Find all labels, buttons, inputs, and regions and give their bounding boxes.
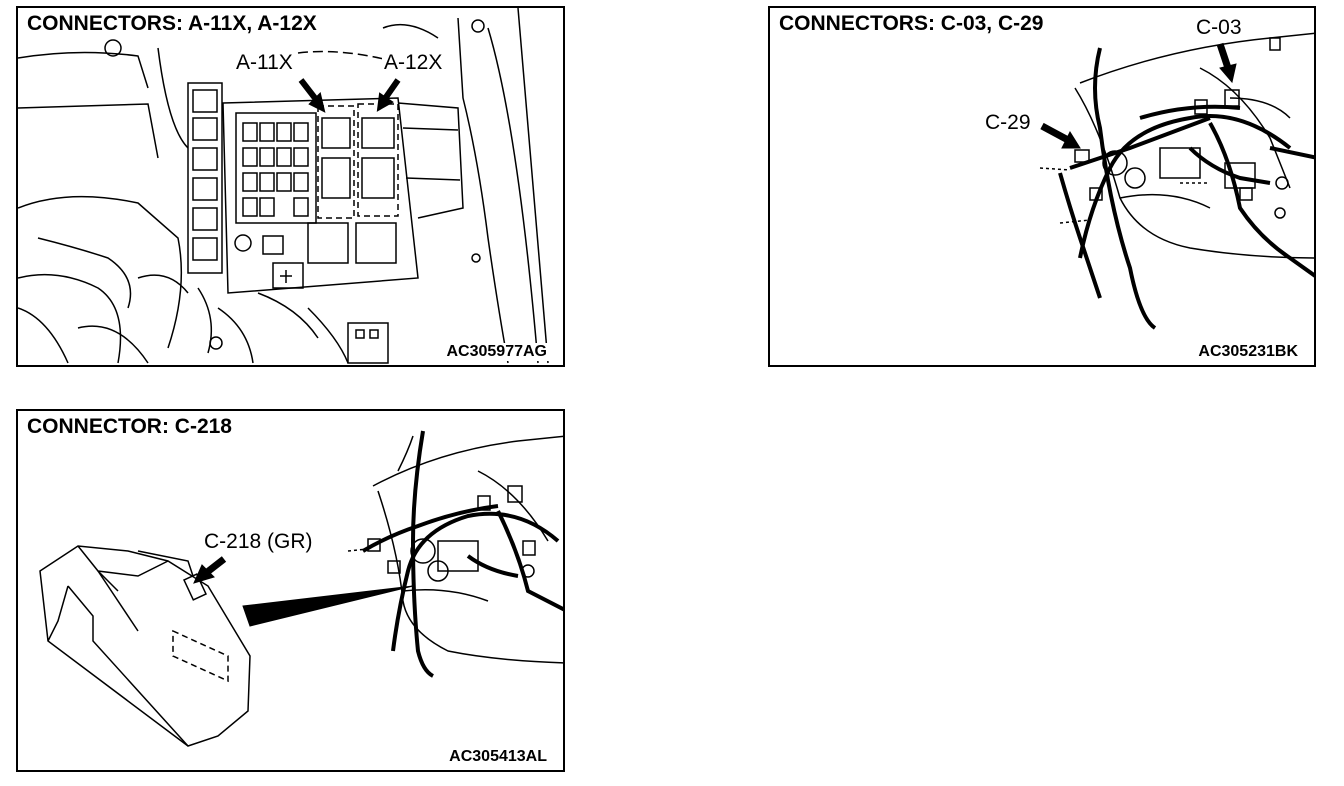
figure-code: AC305231BK [1196, 343, 1300, 361]
engine-fuse-box-drawing [18, 8, 549, 364]
connector-label-c29: C-29 [983, 111, 1033, 134]
panel-title: CONNECTORS: A-11X, A-12X [24, 12, 320, 36]
pointer-wedge [242, 585, 414, 627]
diagram-panel-c218: CONNECTOR: C-218 C-218 (GR) AC305413AL [16, 409, 565, 772]
panel-title: CONNECTORS: C-03, C-29 [776, 12, 1047, 36]
diagram-panel-a11x-a12x: CONNECTORS: A-11X, A-12X A-11X A-12X AC3… [16, 6, 565, 367]
figure-code: AC305977AG [444, 343, 549, 361]
dashboard-harness-drawing [1039, 32, 1314, 330]
control-unit-drawing [39, 430, 563, 747]
connector-label-c03: C-03 [1194, 16, 1244, 39]
figure-code: AC305413AL [447, 748, 549, 766]
connector-label-a12x: A-12X [382, 51, 445, 74]
panel-title: CONNECTOR: C-218 [24, 415, 235, 439]
connector-label-a11x: A-11X [234, 51, 295, 74]
connector-label-c218: C-218 (GR) [202, 530, 315, 553]
diagram-panel-c03-c29: CONNECTORS: C-03, C-29 C-03 C-29 AC30523… [768, 6, 1316, 367]
